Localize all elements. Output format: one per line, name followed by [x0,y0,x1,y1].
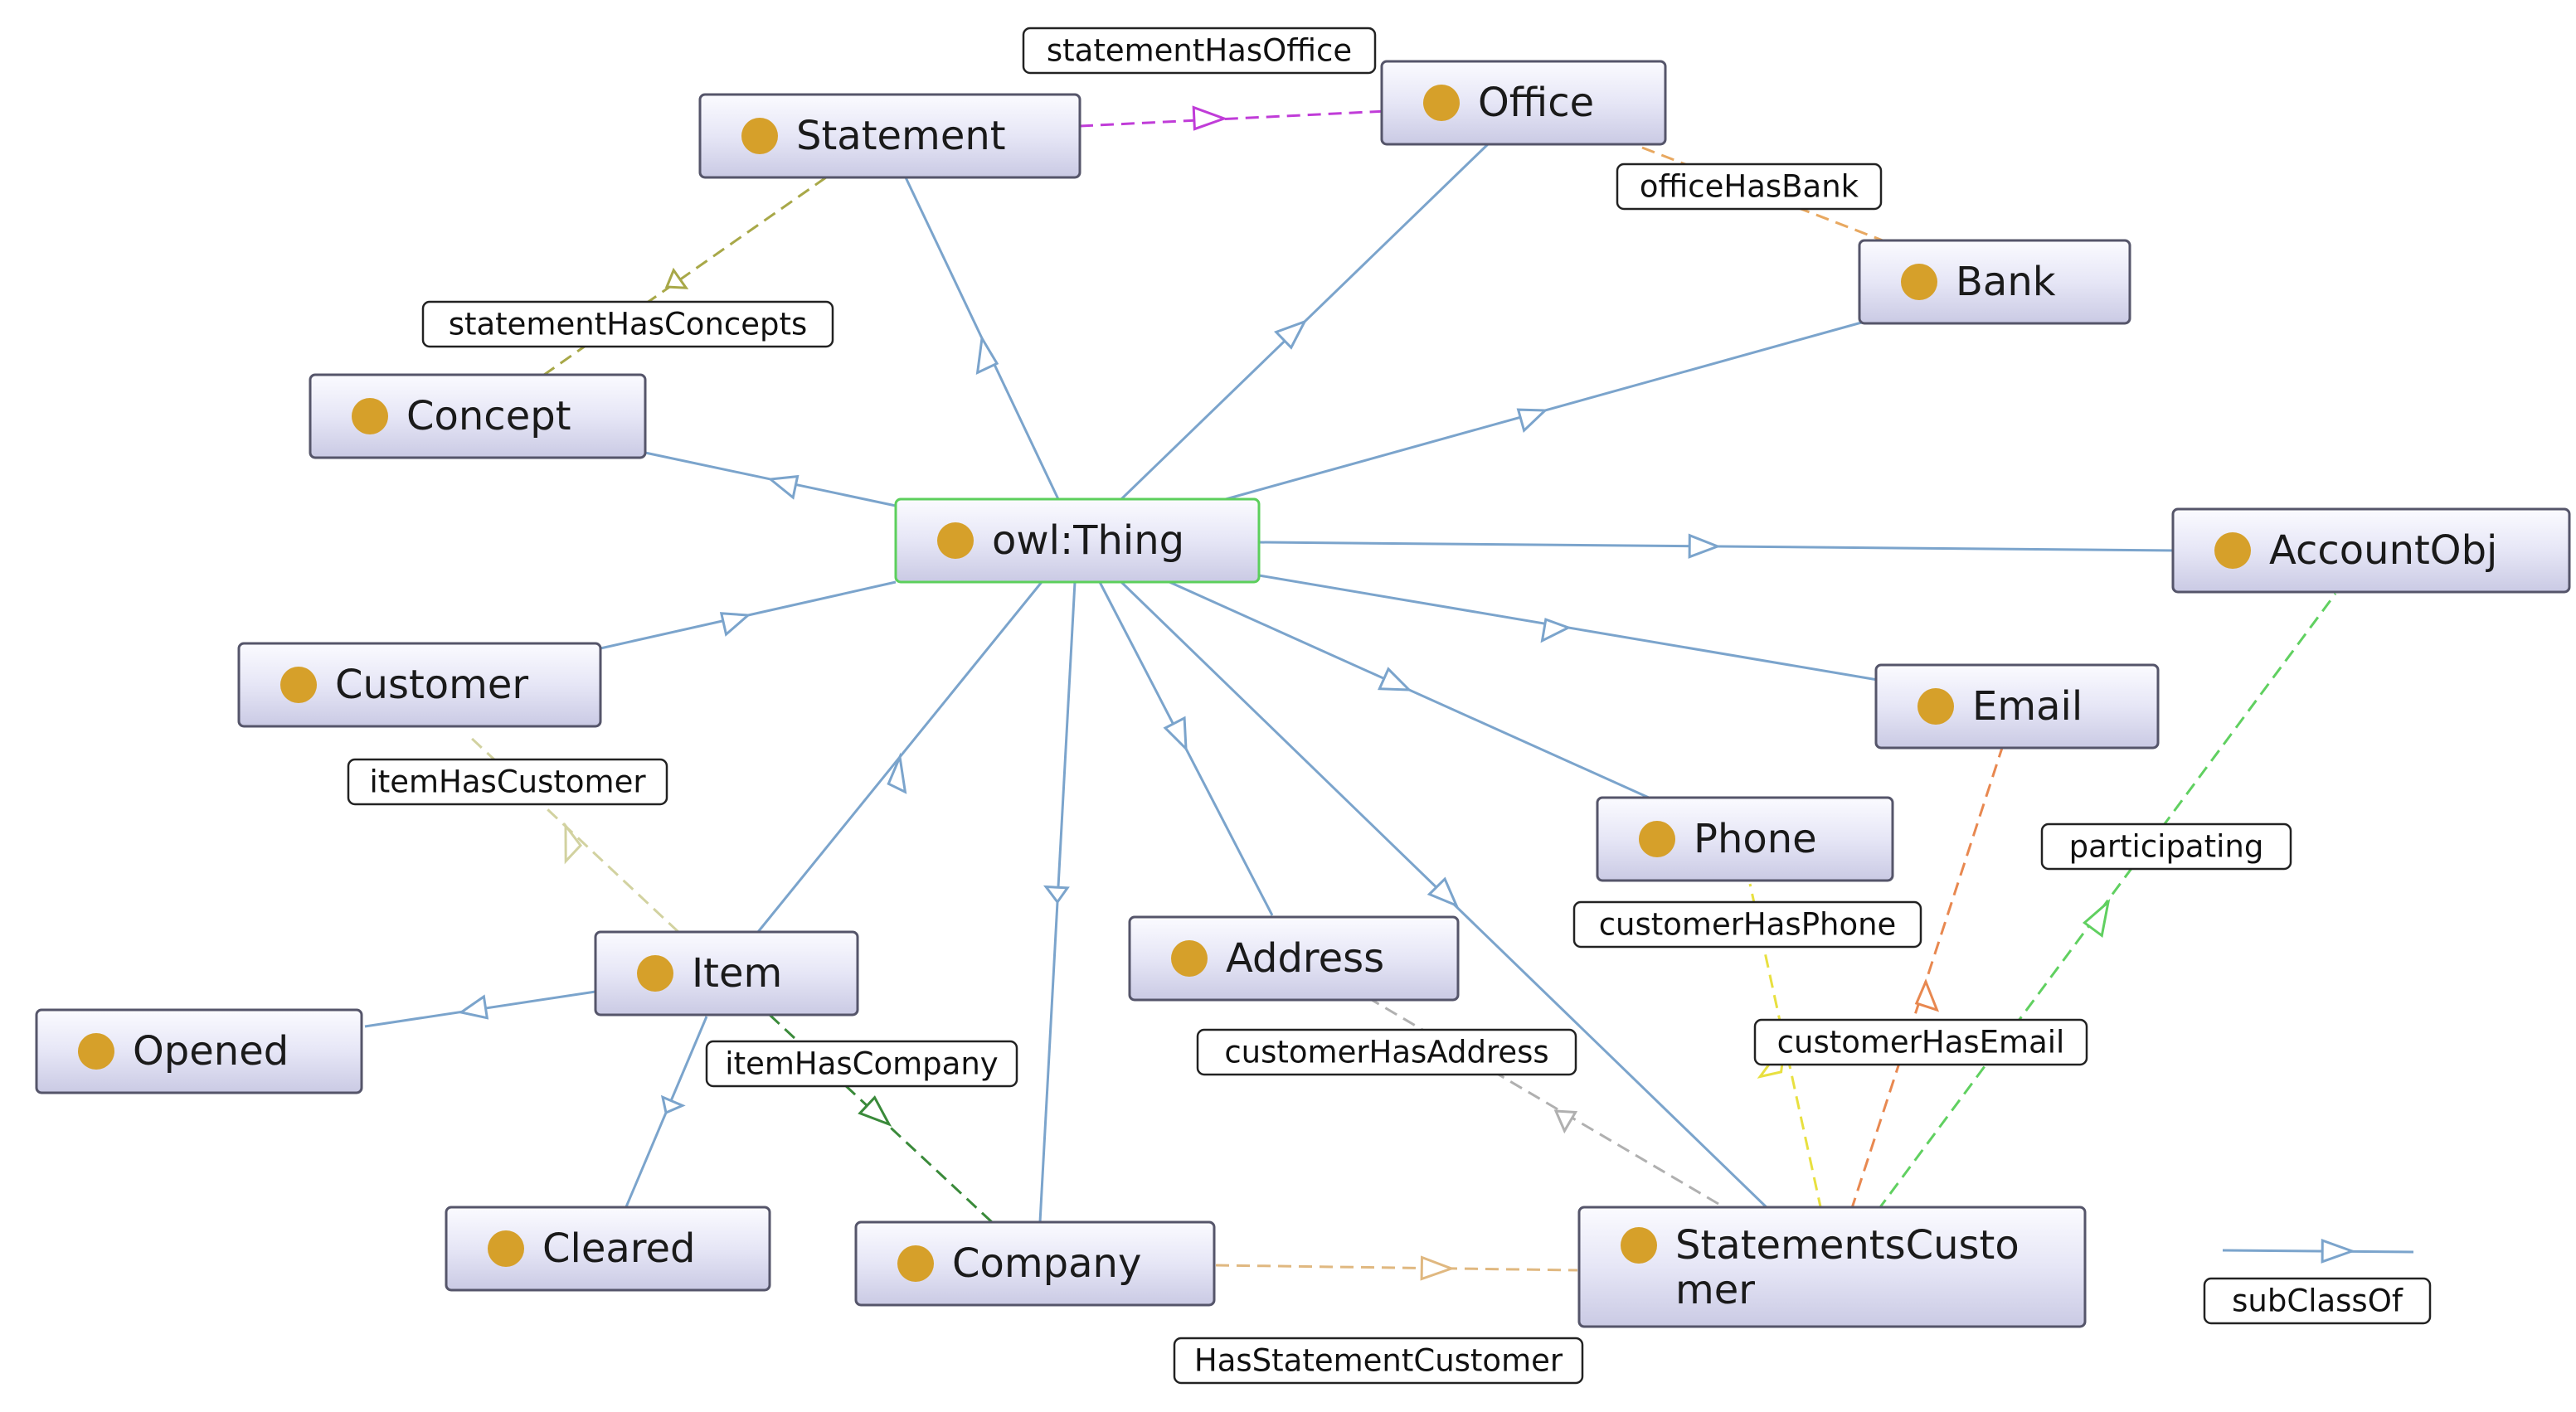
class-nodes: owl:Thing Statement Office Bank Concept … [35,60,2571,1328]
node-owl-thing[interactable]: owl:Thing [894,497,1261,584]
node-address-label: Address [1226,935,1384,982]
node-concept[interactable]: Concept [309,373,647,459]
node-customer[interactable]: Customer [237,642,602,728]
edge-thing-phone [1169,580,1650,799]
edge-labels: statementHasOffice officeHasBank stateme… [347,27,2292,1385]
edge-thing-statement [904,177,1060,500]
node-phone-label: Phone [1694,816,1817,862]
edge-thing-item [756,581,1043,933]
class-dot-icon [1917,688,1954,725]
node-accountobj-label: AccountObj [2269,527,2497,574]
edge-statementHasConcepts [543,176,827,376]
class-dot-icon [488,1230,524,1267]
label-itemHasCustomer-text: itemHasCustomer [369,764,646,800]
node-statement-label: Statement [796,113,1006,159]
node-statementscustomer-label-line2: mer [1675,1267,1755,1313]
class-dot-icon [937,522,974,559]
label-officeHasBank-text: officeHasBank [1640,169,1859,205]
label-HasStatementCustomer: HasStatementCustomer [1173,1337,1584,1385]
class-dot-icon [637,955,673,992]
class-dot-icon [1171,940,1208,977]
class-dot-icon [352,398,388,434]
class-dot-icon [1621,1227,1657,1264]
class-dot-icon [741,118,778,154]
class-dot-icon [1639,821,1675,857]
label-statementHasConcepts-text: statementHasConcepts [449,307,808,342]
edge-item-opened [364,990,596,1028]
edge-statementHasOffice [1079,105,1388,131]
class-dot-icon [1901,264,1937,300]
edge-HasStatementCustomer [1215,1255,1578,1281]
edge-thing-office [1120,143,1490,501]
label-statementHasOffice-text: statementHasOffice [1047,33,1352,69]
legend-label-box [2203,1277,2432,1325]
label-officeHasBank: officeHasBank [1616,163,1883,211]
class-dot-icon [1423,85,1460,121]
label-statementHasOffice: statementHasOffice [1022,27,1377,75]
node-item[interactable]: Item [594,930,859,1017]
label-participating: participating [2040,822,2292,871]
edge-thing-company [1038,581,1077,1223]
label-customerHasAddress: customerHasAddress [1196,1028,1577,1076]
edge-thing-customer [600,580,897,650]
node-customer-label: Customer [335,662,528,708]
class-dot-icon [897,1245,934,1282]
label-customerHasPhone-text: customerHasPhone [1599,907,1897,943]
node-company-label: Company [952,1240,1141,1287]
edge-thing-stmtcust [1120,580,1772,1212]
node-address[interactable]: Address [1128,915,1460,1002]
edge-thing-bank [1225,320,1865,501]
label-customerHasPhone: customerHasPhone [1572,900,1922,949]
edge-thing-accountobj [1258,533,2177,559]
node-concept-label: Concept [406,393,571,439]
node-email[interactable]: Email [1874,663,2160,750]
label-customerHasEmail-text: customerHasEmail [1777,1025,2065,1060]
class-dot-icon [280,667,317,703]
node-bank[interactable]: Bank [1858,239,2131,325]
class-dot-icon [2214,532,2251,569]
node-opened-label: Opened [133,1028,289,1075]
edge-thing-email [1258,574,1879,682]
label-itemHasCustomer: itemHasCustomer [347,758,668,806]
node-item-label: Item [692,950,782,997]
class-dot-icon [78,1033,114,1070]
edge-participating [1876,593,2337,1211]
node-statementscustomer-label-line1: StatementsCusto [1675,1222,2019,1269]
node-office[interactable]: Office [1380,60,1667,146]
node-opened[interactable]: Opened [35,1008,363,1094]
label-customerHasEmail: customerHasEmail [1753,1018,2088,1066]
node-owl-thing-label: owl:Thing [992,517,1184,564]
label-itemHasCompany-text: itemHasCompany [725,1046,998,1082]
edge-thing-address [1098,581,1274,916]
label-itemHasCompany: itemHasCompany [705,1040,1018,1088]
node-email-label: Email [1972,683,2083,730]
node-office-label: Office [1478,80,1594,126]
node-bank-label: Bank [1956,259,2056,305]
node-phone[interactable]: Phone [1596,796,1894,882]
node-company[interactable]: Company [854,1220,1216,1307]
label-customerHasAddress-text: customerHasAddress [1224,1035,1548,1070]
legend-label: subClassOf [2232,1283,2403,1319]
legend-subclass-arrow-icon [2222,1238,2414,1264]
label-HasStatementCustomer-text: HasStatementCustomer [1194,1343,1563,1379]
node-accountobj[interactable]: AccountObj [2171,507,2571,594]
edge-customerHasEmail [1849,747,2004,1211]
node-statement[interactable]: Statement [698,93,1081,179]
node-cleared[interactable]: Cleared [445,1206,771,1292]
subclass-edges [364,143,2177,1223]
node-cleared-label: Cleared [542,1225,695,1272]
label-statementHasConcepts: statementHasConcepts [421,300,834,348]
edge-item-cleared [624,1016,708,1210]
legend: subClassOf [2203,1238,2432,1325]
node-statementscustomer[interactable]: StatementsCusto mer [1577,1206,2087,1328]
label-participating-text: participating [2069,829,2264,865]
edge-thing-concept [644,451,897,507]
